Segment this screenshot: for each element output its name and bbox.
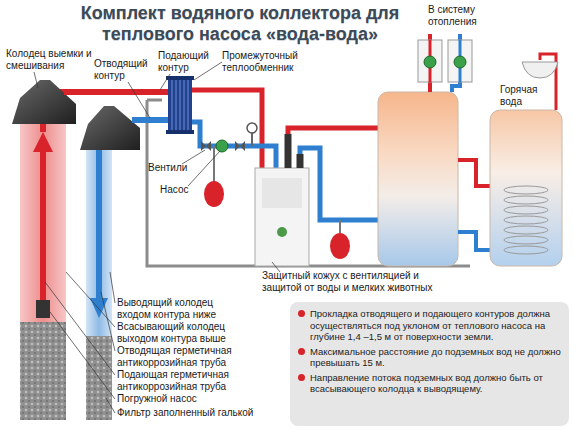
callout-label: Фильтр заполненный галькой: [117, 407, 287, 419]
hot-water-tank-ellipse: [504, 186, 548, 194]
secondary-pipes: [288, 128, 378, 259]
primary-pipes-polygon: [235, 141, 245, 151]
primary-pipes-ellipse: [204, 181, 224, 207]
primary-pipes-path: [192, 122, 276, 168]
hot-water-tank: [490, 110, 562, 266]
heat-exchanger-rect: [166, 76, 194, 80]
leader-lines: [34, 62, 280, 413]
hot-water-tank-ellipse: [504, 226, 548, 234]
secondary-pipes-path: [285, 134, 292, 168]
sink: [522, 62, 558, 78]
leader-lines-path: [160, 74, 170, 90]
secondary-pipes-line: [339, 220, 341, 233]
heat-exchanger-path: [172, 80, 188, 130]
heating-pumps: [418, 34, 472, 92]
callout-label: Подающий контур: [158, 50, 220, 74]
heat-pump-unit-rect: [262, 178, 302, 208]
secondary-pipes-ellipse: [330, 233, 350, 259]
discharge-well-path: [96, 130, 102, 300]
heat-pump-unit-rect: [255, 168, 309, 266]
leader-lines-path: [182, 150, 205, 164]
buffer-tank: [378, 92, 458, 266]
heat-exchanger: [166, 76, 194, 134]
note-text: Максимальное расстояние до подземных вод…: [310, 346, 561, 369]
secondary-pipes-path: [288, 128, 378, 134]
discharge-well-path: [132, 117, 170, 123]
extraction-well-rect: [20, 322, 66, 420]
callout-label: Отводящая герметичная антикоррозийная тр…: [117, 345, 239, 369]
discharge-well-polygon: [90, 298, 108, 318]
leader-lines-path: [194, 62, 222, 80]
extraction-well-rect: [20, 118, 66, 420]
callout-label: Погружной насос: [117, 393, 267, 405]
hot-water-tank-ellipse: [504, 196, 548, 204]
note-text: Направление потока подземных вод должно …: [310, 372, 561, 395]
diagram-title: Комплект водяного коллектора для теплово…: [40, 3, 440, 45]
callout-label: Промежуточный теплообменник: [222, 50, 322, 74]
secondary-pipes-path: [297, 154, 304, 168]
building-wall-path: [147, 99, 162, 102]
primary-pipes-line: [251, 132, 253, 146]
callout-label: Насос: [160, 184, 200, 196]
leader-lines-path: [101, 292, 115, 351]
callout-label: Защитный кожух с вентиляцией и защитой о…: [262, 270, 457, 294]
hot-water-tank-ellipse: [504, 246, 548, 254]
sink-path: [522, 62, 558, 78]
primary-pipes-circle: [216, 140, 228, 152]
heating-pumps-circle: [454, 56, 466, 68]
buffer-tank-rect: [378, 92, 458, 266]
callout-label: Горячая вода: [500, 84, 552, 108]
leader-lines-path: [45, 282, 115, 375]
extraction-well-polygon: [33, 132, 53, 152]
callout-label: Всасывающий колодец выходом контура выше: [117, 321, 239, 345]
extraction-well-path: [64, 89, 170, 95]
secondary-pipes-path: [300, 148, 378, 220]
callout-label: Отводящий контур: [94, 58, 156, 82]
heat-exchanger-rect: [168, 78, 192, 132]
extraction-well-rect: [36, 300, 50, 318]
bullet-dot: [298, 348, 305, 355]
heating-pumps-rect: [448, 40, 472, 82]
hot-water-tank-ellipse: [504, 216, 548, 224]
heating-pumps-circle: [424, 56, 436, 68]
bullet-dot: [298, 310, 305, 317]
extraction-well-polygon: [12, 80, 76, 124]
extraction-well-line: [40, 150, 46, 300]
heat-exchanger-rect: [166, 130, 194, 134]
note-item: Прокладка отводящего и подающего контуро…: [298, 308, 561, 343]
leader-lines-path: [50, 312, 115, 399]
leader-lines-path: [188, 151, 220, 186]
heating-pumps-rect: [418, 40, 442, 82]
callout-label: Колодец выемки и смешивания: [6, 48, 96, 72]
hot-water-tank-ellipse: [504, 206, 548, 214]
leader-lines-path: [34, 72, 38, 88]
note-box: Прокладка отводящего и подающего контуро…: [290, 302, 569, 426]
heat-pump-unit-circle: [277, 227, 287, 237]
leader-lines-path: [110, 272, 115, 303]
note-item: Направление потока подземных вод должно …: [298, 372, 561, 395]
hot-water-tank-ellipse: [504, 236, 548, 244]
note-item: Максимальное расстояние до подземных вод…: [298, 346, 561, 369]
callout-label: Вентили: [148, 162, 198, 174]
leader-lines-path: [106, 398, 115, 413]
bullet-dot: [298, 374, 305, 381]
primary-pipes-polygon: [201, 141, 211, 151]
callout-label: Подающая герметичная антикоррозийная тру…: [117, 369, 239, 393]
callout-label: В систему отопления: [428, 4, 510, 28]
hot-water-tank-rect: [490, 110, 562, 266]
primary-pipes-circle: [247, 123, 257, 133]
note-text: Прокладка отводящего и подающего контуро…: [310, 308, 561, 343]
callout-label: Выводящий колодец входом контура ниже: [117, 297, 239, 321]
discharge-well-polygon: [80, 106, 140, 150]
heat-pump-unit: [255, 168, 309, 266]
leader-lines-path: [128, 82, 150, 118]
primary-pipes-line: [213, 146, 215, 182]
